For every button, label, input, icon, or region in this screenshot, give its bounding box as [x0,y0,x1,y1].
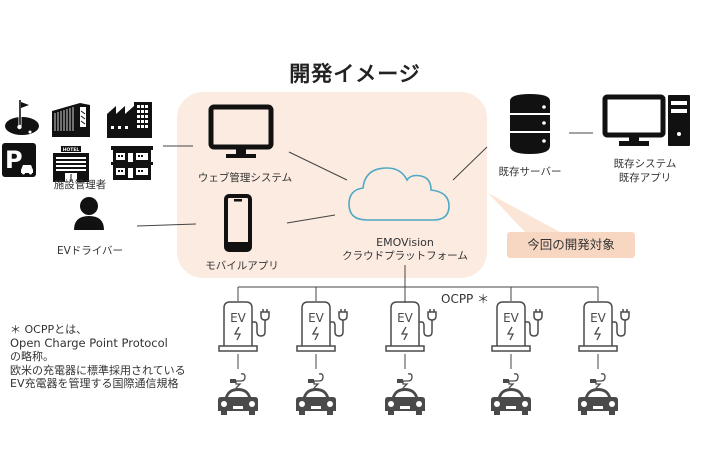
footnote-line: の略称。 [10,350,54,363]
factory-icon [106,98,154,140]
line-driver-mobile [136,223,197,227]
ev-charger-icon [491,301,543,352]
charging-station: EV [296,300,356,425]
footnote-line: ＊ OCPPとは、 [10,323,88,336]
facility-manager-label: 施設管理者 [53,179,107,191]
ev-charger-icon [578,301,630,352]
cloud-platform-label: クラウドプラットフォーム [342,250,468,262]
apartment-icon [111,146,153,180]
charging-station: EV [578,300,638,425]
ocpp-label: OCPP ＊ [441,292,490,306]
charging-station: EV [385,300,445,425]
line-mobile-cloud [286,214,336,224]
charger-ev-text: EV [308,311,325,325]
charger-ev-text: EV [590,311,607,325]
svg-text:P: P [5,146,23,174]
hotel-icon: HOTEL [51,146,91,182]
footnote-line: Open Charge Point Protocol [10,335,168,350]
person-icon [72,196,106,230]
car-icon [296,373,336,415]
existing-server-label: 既存サーバー [498,166,562,178]
footnote-line: EV充電器を管理する国際通信規格 [10,377,179,390]
shopping-mall-icon [50,99,94,139]
database-server-icon [506,93,554,155]
car-icon [385,373,425,415]
line-cloud-server [452,146,488,181]
charger-ev-text: EV [397,311,414,325]
parking-icon: P [2,143,36,177]
monitor-icon [208,104,274,160]
ev-driver-label: EVドライバー [56,245,124,257]
mobile-app-label: モバイルアプリ [205,260,279,272]
ocpp-footnote: ＊ OCPPとは、 Open Charge Point Protocol の略称… [10,323,186,391]
desktop-computer-icon [602,94,692,148]
hotel-sign-text: HOTEL [63,147,80,153]
existing-system-label: 既存システム [613,158,677,170]
car-icon [218,373,258,415]
ev-charger-icon [385,301,437,352]
golf-course-icon [4,96,44,140]
smartphone-icon [224,194,252,252]
ev-charger-icon [296,301,348,352]
car-icon [578,373,618,415]
charging-station: EV [491,300,551,425]
diagram-title: 開発イメージ [289,62,421,86]
charging-station: EV [218,300,278,425]
car-icon [491,373,531,415]
footnote-line: 欧米の充電器に標準採用されている [10,363,186,377]
ev-charger-icon [218,301,270,352]
cloud-name-label: EMOVision [376,236,434,249]
existing-app-label: 既存アプリ [618,172,672,184]
cloud-icon [345,160,455,224]
development-target-callout: 今回の開発対象 [507,232,635,258]
web-system-label: ウェブ管理システム [197,172,293,184]
charger-ev-text: EV [503,311,520,325]
line-web-cloud [288,151,348,181]
charger-ev-text: EV [230,311,247,325]
